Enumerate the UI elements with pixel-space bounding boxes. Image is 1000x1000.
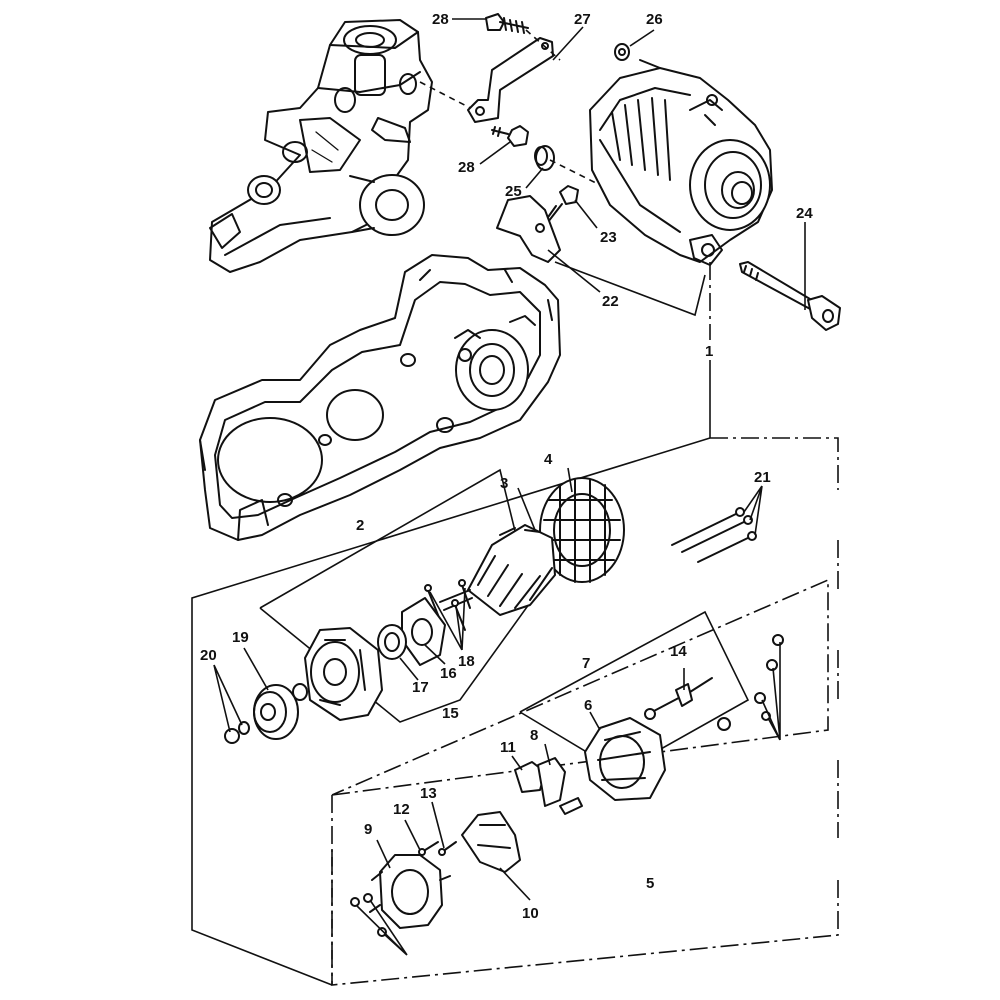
callout-28-lower: 28 [458,159,475,176]
callout-15: 15 [442,705,459,722]
bolt-28-link [525,29,561,61]
leader-20 [213,664,243,733]
rear-housing-6 [584,717,666,801]
frame-outer-assembly-1 [331,437,839,986]
water-pump [209,19,433,273]
leader-22 [547,249,601,293]
rectifier-10 [461,811,521,873]
leader-18 [429,587,466,651]
callout-17: 17 [412,679,429,696]
leader-12 [404,819,421,851]
callout-23: 23 [600,229,617,246]
frame-outer-left [191,437,711,986]
leader-16 [424,644,446,665]
screws-12-13 [418,841,457,856]
leader-nuts [355,899,408,956]
callout-28-upper: 28 [432,11,449,28]
leader-25 [525,167,544,189]
rotor-3 [439,524,556,616]
leader-6 [589,711,601,731]
terminal-14 [644,677,713,720]
leader-9 [376,839,391,869]
bearing-17 [377,624,407,660]
bolt-23 [545,185,579,223]
callout-21: 21 [754,469,771,486]
brush-holder-8 [537,757,583,815]
bracket-27 [467,37,554,123]
through-bolts-21 [671,507,757,563]
leader-26 [629,29,655,47]
alternator-assembly [589,59,773,266]
bolt-24 [739,261,841,331]
leader-4 [567,467,573,493]
nut-washer-20 [224,721,250,744]
nuts-right [717,634,784,731]
callout-4: 4 [544,451,553,468]
callout-24: 24 [796,205,813,222]
callout-10: 10 [522,905,539,922]
collar-25 [534,145,555,171]
callout-11: 11 [500,739,516,756]
stator-4 [539,477,625,583]
leader-3 [517,487,536,531]
end-cover-9 [369,854,451,929]
callout-22: 22 [602,293,619,310]
callout-2: 2 [356,517,364,534]
callout-9: 9 [364,821,372,838]
callout-6: 6 [584,697,592,714]
callout-8: 8 [530,727,538,744]
leader-nuts-right [761,642,781,741]
bracket-22 [496,195,561,263]
callout-1: 1 [705,343,713,360]
bolt-28-lower [491,125,529,147]
callout-13: 13 [420,785,437,802]
leader-28b [479,141,511,165]
callout-27: 27 [574,11,591,28]
callout-16: 16 [440,665,457,682]
leader-11 [511,755,523,771]
leader-8 [544,743,551,766]
leader-27 [552,26,584,61]
bolt-28-upper [485,13,529,34]
callout-14: 14 [670,643,687,660]
leader-21 [743,485,763,536]
frame-stator-assembly-5 [331,578,829,985]
callout-18: 18 [458,653,475,670]
callout-5: 5 [646,875,654,892]
leader-23 [574,199,598,229]
callout-19: 19 [232,629,249,646]
callout-3: 3 [500,475,508,492]
callout-7: 7 [582,655,590,672]
washer-26 [614,43,630,61]
frame-drive-end-2 [259,468,533,723]
leader-17 [399,657,419,681]
front-housing-15 [304,627,383,721]
leader-13 [431,801,445,849]
callout-20: 20 [200,647,217,664]
timing-gear-case [199,254,561,541]
callout-12: 12 [393,801,410,818]
leader-19 [243,647,269,691]
leader-10 [499,867,531,901]
callout-25: 25 [505,183,522,200]
pulley-19 [253,683,308,740]
callout-26: 26 [646,11,663,28]
pivot-link [554,261,706,317]
